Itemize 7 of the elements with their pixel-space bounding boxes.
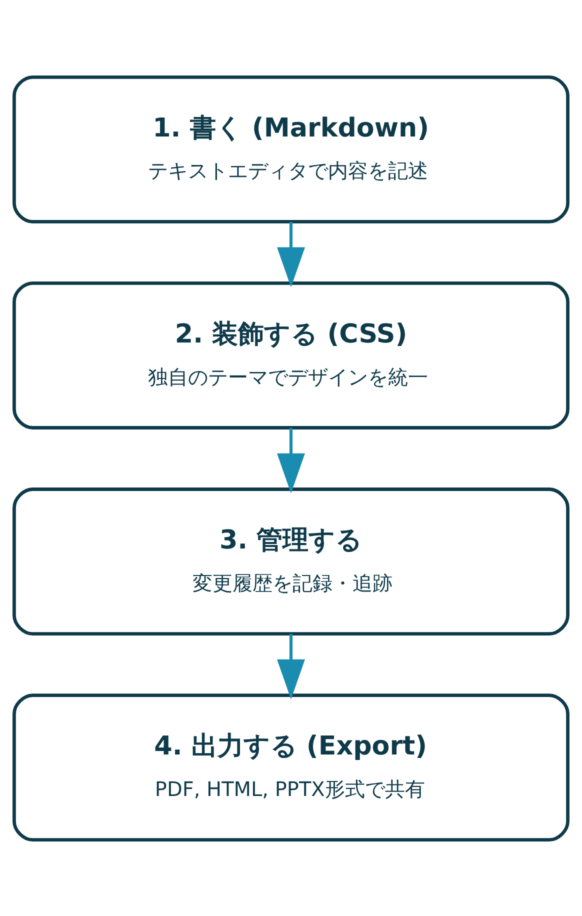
arrow bbox=[277, 221, 305, 287]
node-box: 1. 書く (Markdown) テキストエディタで内容を記述 bbox=[12, 74, 570, 223]
node-box: 3. 管理する 変更履歴を記録・追跡 bbox=[12, 487, 570, 635]
node-box: 2. 装飾する (CSS) 独自のテーマでデザインを統一 bbox=[12, 281, 570, 429]
node-box: 4. 出力する (Export) PDF, HTML, PPTX形式で共有 bbox=[12, 693, 570, 842]
arrow bbox=[277, 634, 305, 699]
arrow bbox=[277, 428, 305, 493]
